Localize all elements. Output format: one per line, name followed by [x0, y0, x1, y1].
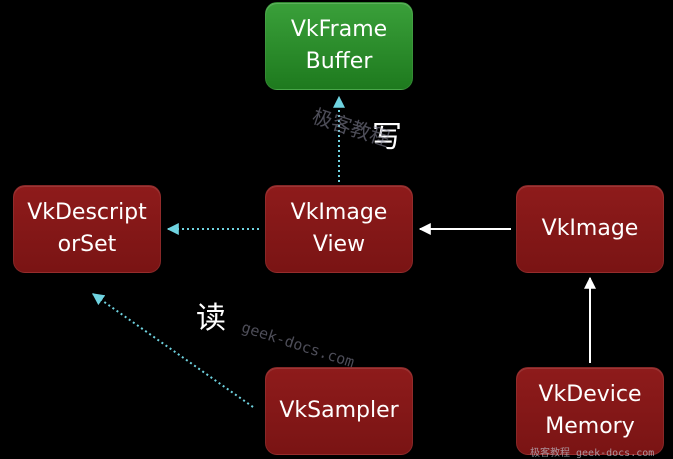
label-write: 写 — [372, 120, 402, 155]
node-vkimage: VkImage — [516, 185, 664, 273]
node-vkimageview: VkImage View — [265, 185, 413, 273]
node-vkdescriptorset: VkDescript orSet — [13, 185, 161, 273]
edge-sampler-to-descriptorset — [92, 293, 254, 408]
node-vksampler: VkSampler — [265, 367, 413, 455]
watermark-corner: 极客教程 geek-docs.com — [530, 448, 655, 459]
node-vkdevicememory: VkDevice Memory — [516, 367, 664, 455]
label-read: 读 — [196, 301, 226, 336]
node-vkframebuffer: VkFrame Buffer — [265, 2, 413, 90]
